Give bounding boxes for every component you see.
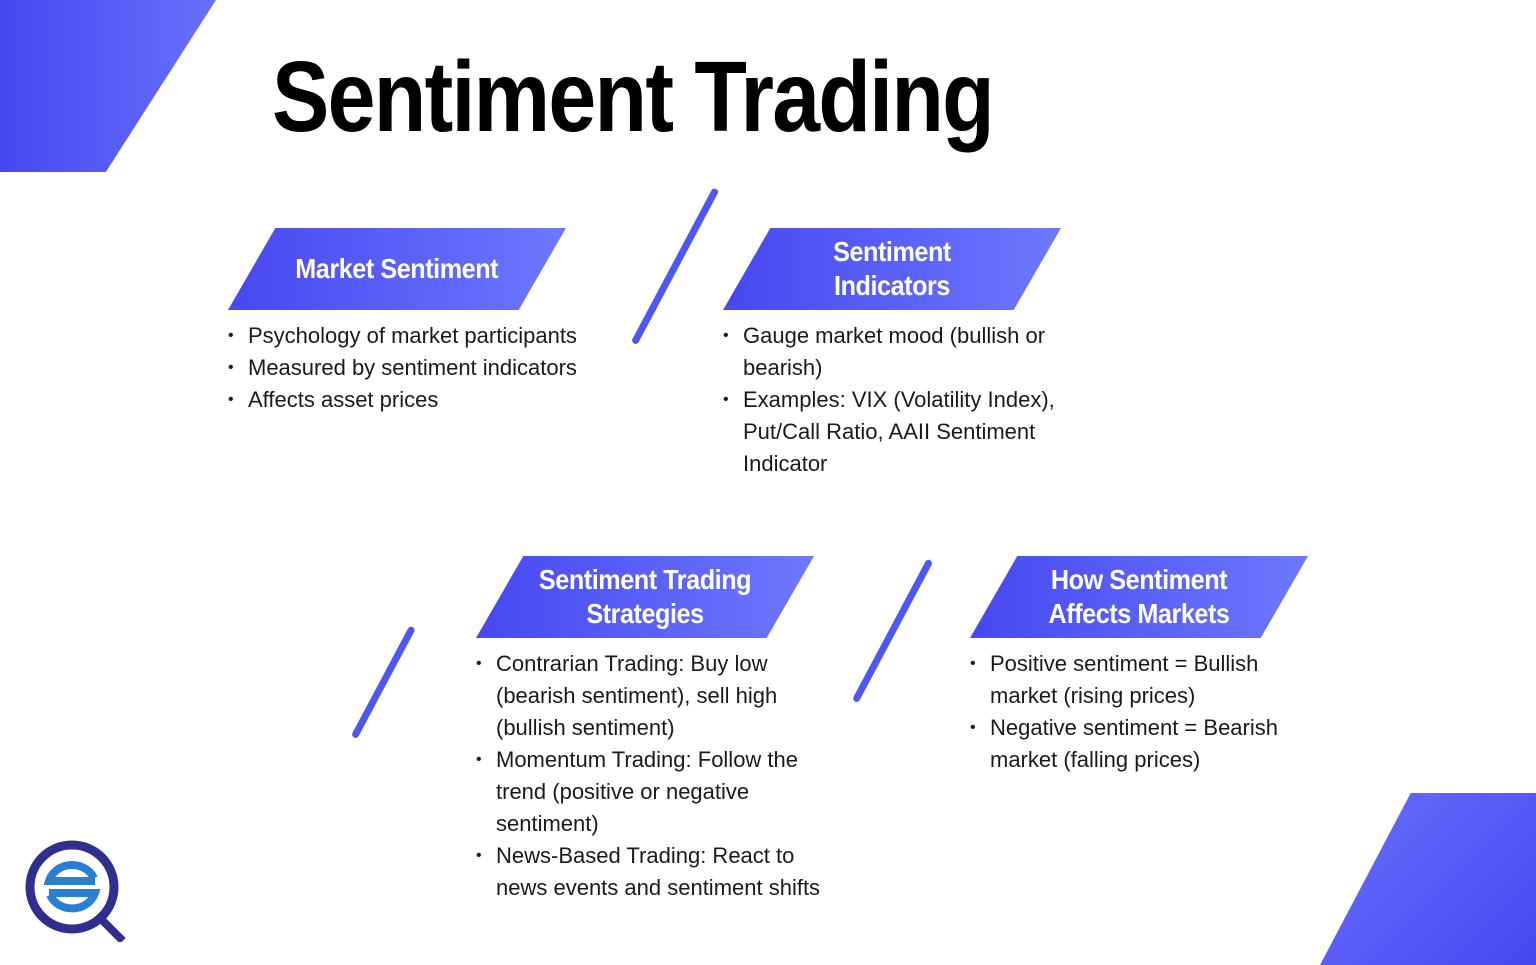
- list-item: Negative sentiment = Bearish market (fal…: [970, 712, 1300, 776]
- page-title: Sentiment Trading: [272, 41, 995, 153]
- section-heading: Sentiment Trading Strategies: [538, 564, 752, 629]
- bullet-list: Gauge market mood (bullish or bearish) E…: [723, 320, 1068, 480]
- section-banner: Sentiment Indicators: [723, 228, 1061, 310]
- bullet-list: Psychology of market participants Measur…: [228, 320, 648, 416]
- section-how-sentiment-affects-markets: How Sentiment Affects Markets Positive s…: [970, 556, 1308, 776]
- list-item: Gauge market mood (bullish or bearish): [723, 320, 1068, 384]
- section-heading: How Sentiment Affects Markets: [1048, 564, 1230, 629]
- section-banner: How Sentiment Affects Markets: [970, 556, 1308, 638]
- list-item: Measured by sentiment indicators: [228, 352, 648, 384]
- list-item: News-Based Trading: React to news events…: [476, 840, 821, 904]
- section-sentiment-trading-strategies: Sentiment Trading Strategies Contrarian …: [476, 556, 821, 904]
- divider-slash-3: [851, 558, 934, 704]
- sq-logo-icon: [22, 838, 126, 944]
- bullet-list: Positive sentiment = Bullish market (ris…: [970, 648, 1300, 776]
- list-item: Momentum Trading: Follow the trend (posi…: [476, 744, 821, 840]
- list-item: Affects asset prices: [228, 384, 648, 416]
- section-banner: Sentiment Trading Strategies: [476, 556, 814, 638]
- list-item: Positive sentiment = Bullish market (ris…: [970, 648, 1300, 712]
- bullet-list: Contrarian Trading: Buy low (bearish sen…: [476, 648, 821, 904]
- list-item: Contrarian Trading: Buy low (bearish sen…: [476, 648, 821, 744]
- list-item: Psychology of market participants: [228, 320, 648, 352]
- list-item: Examples: VIX (Volatility Index), Put/Ca…: [723, 384, 1068, 480]
- divider-slash-2: [350, 625, 416, 740]
- corner-decoration-top-left: [0, 0, 216, 172]
- section-sentiment-indicators: Sentiment Indicators Gauge market mood (…: [723, 228, 1068, 480]
- section-heading: Market Sentiment: [295, 253, 499, 284]
- section-banner: Market Sentiment: [228, 228, 566, 310]
- section-market-sentiment: Market Sentiment Psychology of market pa…: [228, 228, 648, 416]
- corner-decoration-bottom-right: [1320, 793, 1536, 965]
- section-heading: Sentiment Indicators: [833, 236, 951, 301]
